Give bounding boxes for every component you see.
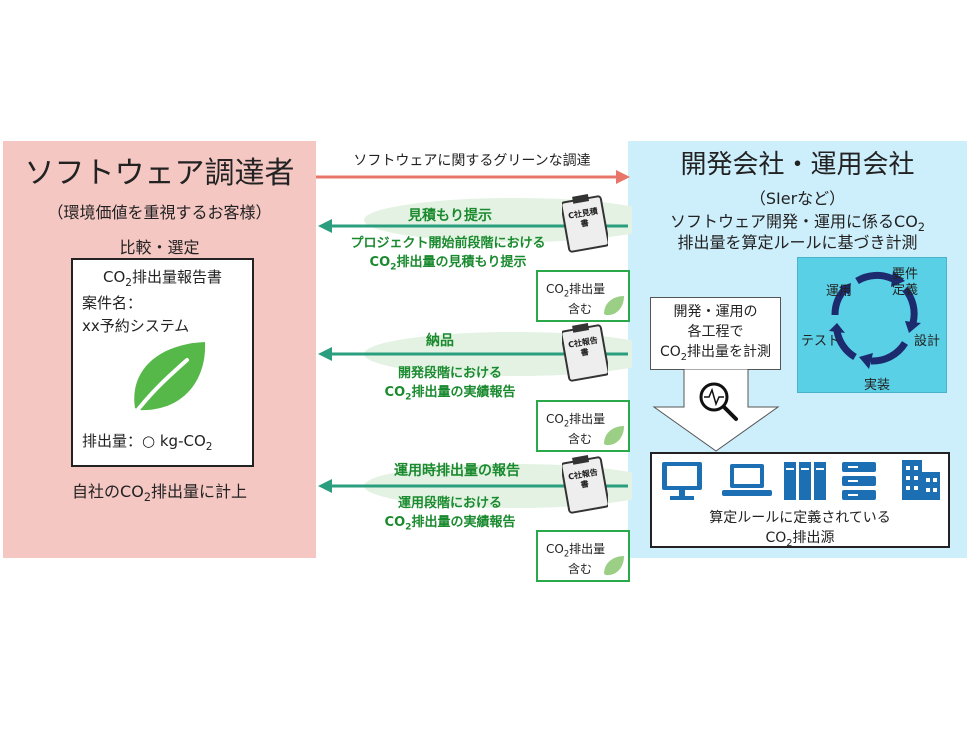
measure-down-arrow — [652, 369, 780, 452]
delivery-document-icon: C社報告書 — [560, 322, 610, 382]
vendor-line2: 排出量を算定ルールに基づき計測 — [677, 233, 918, 252]
emission-source-label: 算定ルールに定義されている CO2排出源 — [650, 508, 950, 554]
co2-badge-estimate: CO2排出量 含む — [536, 270, 630, 322]
measure-line3: CO2排出量を計測 — [659, 344, 772, 363]
estimate-sub: プロジェクト開始前段階における CO2排出量の見積もり提示 — [318, 234, 578, 278]
report-case-value: xx予約システム — [82, 317, 190, 335]
cycle-design: 設計 — [914, 334, 941, 349]
measure-box: 開発・運用の 各工程で CO2排出量を計測 — [650, 297, 781, 370]
measure-line2: 各工程で — [687, 324, 744, 340]
co2-badge-operation-text: CO2排出量 含む — [546, 542, 606, 577]
compare-select-label: 比較・選定 — [119, 238, 200, 257]
co2-badge-estimate-text: CO2排出量 含む — [546, 282, 606, 317]
measure-line1: 開発・運用の — [673, 304, 758, 320]
estimate-document-icon: C社見積書 — [560, 193, 610, 253]
green-procurement-label: ソフトウェアに関するグリーンな調達 — [353, 153, 591, 169]
source-line2: CO2排出源 — [765, 530, 835, 549]
procurer-title: ソフトウェア調達者 — [24, 156, 295, 191]
delivery-sub: 開発段階における CO2排出量の実績報告 — [340, 364, 560, 408]
report-emission-value: 排出量：○ kg-CO2 — [82, 432, 213, 453]
leaf-icon — [604, 426, 624, 446]
cycle-test: テスト — [801, 334, 841, 349]
report-title: CO2排出量報告書 — [103, 268, 222, 289]
vendor-sier: （SIerなど） — [749, 189, 846, 208]
co2-badge-operation: CO2排出量 含む — [536, 530, 630, 582]
report-case-label: 案件名： — [82, 294, 143, 312]
operation-sub: 運用段階における CO2排出量の実績報告 — [340, 494, 560, 538]
vendor-line1: ソフトウェア開発・運用に係るCO2 — [670, 212, 925, 235]
cycle-req-2: 定義 — [892, 283, 919, 298]
leaf-icon — [604, 296, 624, 316]
cycle-arrows-icon — [829, 271, 921, 369]
co2-badge-delivery-text: CO2排出量 含む — [546, 412, 606, 447]
dev-cycle-box — [797, 257, 947, 393]
emission-source-icons — [662, 460, 940, 500]
vendor-title: 開発会社・運用会社 — [680, 150, 915, 180]
leaf-icon — [131, 342, 206, 418]
delivery-label: 納品 — [426, 333, 454, 349]
procurement-arrow — [316, 170, 630, 184]
estimate-sub-line2: CO2排出量の見積もり提示 — [369, 255, 527, 273]
leaf-icon — [604, 556, 624, 576]
estimate-sub-line1: プロジェクト開始前段階における — [350, 236, 546, 251]
emission-report-card — [71, 258, 254, 467]
operation-sub-line2: CO2排出量の実績報告 — [384, 515, 516, 533]
self-post-label: 自社のCO2排出量に計上 — [72, 482, 247, 505]
source-line1: 算定ルールに定義されている — [709, 510, 891, 526]
operation-sub-line1: 運用段階における — [397, 496, 502, 511]
procurer-subtitle: （環境価値を重視するお客様） — [47, 203, 272, 222]
cycle-impl: 実装 — [864, 378, 891, 393]
operation-document-icon: C社報告書 — [560, 454, 610, 514]
delivery-sub-line1: 開発段階における — [397, 366, 502, 381]
delivery-sub-line2: CO2排出量の実績報告 — [384, 385, 516, 403]
estimate-label: 見積もり提示 — [408, 208, 492, 224]
operation-label: 運用時排出量の報告 — [394, 463, 520, 479]
cycle-req-1: 要件 — [892, 267, 919, 282]
co2-badge-delivery: CO2排出量 含む — [536, 400, 630, 452]
cycle-ops: 運用 — [826, 284, 853, 299]
